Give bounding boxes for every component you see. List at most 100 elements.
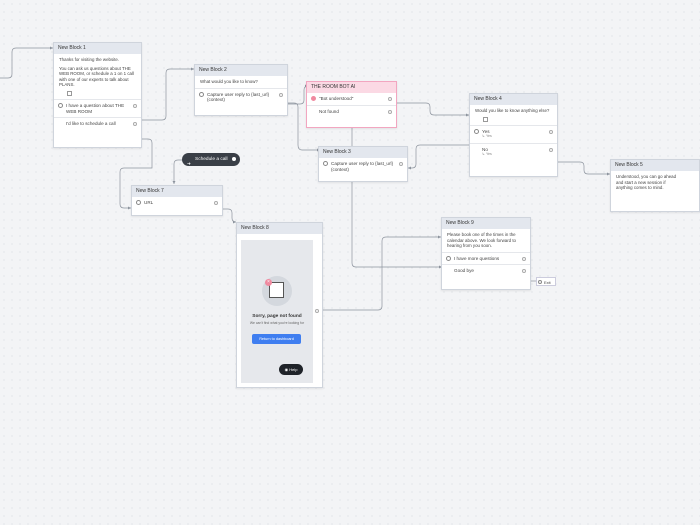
link-icon [136, 200, 141, 205]
ai-block[interactable]: THE ROOM BOT AI "Bot understood" Not fou… [306, 81, 397, 128]
block-1-title: New Block 1 [54, 43, 141, 54]
connector-handle-icon[interactable] [214, 201, 218, 205]
chat-bubble-icon [474, 128, 479, 134]
block-9[interactable]: New Block 9 Please book one of the times… [441, 217, 531, 290]
message-line: with one of our experts to talk about [59, 76, 129, 82]
exit-node[interactable]: Exit [536, 277, 556, 286]
option-label: I'd like to schedule a call [66, 121, 116, 127]
not-found-title: Sorry, page not found [252, 314, 302, 319]
connector-handle-icon[interactable] [549, 147, 553, 152]
block-9-option-more-questions[interactable]: I have more questions [442, 251, 530, 265]
block-4-message: Would you like to know anything else? [470, 105, 557, 125]
ai-option-not-found[interactable]: Not found [307, 104, 396, 118]
block-9-message: Please book one of the times in the cale… [442, 229, 530, 252]
message-line: PLANS. [59, 82, 75, 88]
block-4-title: New Block 4 [470, 94, 557, 105]
block-2-title: New Block 2 [195, 65, 287, 76]
connector-handle-icon[interactable] [232, 157, 236, 161]
message-line: Please book one of the times in the [447, 232, 516, 237]
block-3-option-capture[interactable]: Capture user reply to {last_url} (contex… [319, 158, 407, 175]
wire-ai-b4 [396, 102, 469, 116]
wire-b4-b5 [558, 161, 610, 175]
option-label: URL [144, 200, 154, 205]
option-label: Capture user reply to {last_url} [331, 161, 394, 166]
message-line: WEB ROOM, or schedule a 1 on 1 call [59, 71, 134, 77]
option-sublabel: ↳ Yes [482, 152, 492, 157]
option-label: Not found [319, 108, 339, 114]
connector-handle-icon[interactable] [522, 269, 526, 274]
option-label: WEB ROOM [66, 108, 93, 114]
document-icon [269, 282, 284, 298]
schedule-call-node[interactable]: ➜ Schedule a call [182, 153, 240, 166]
block-7[interactable]: New Block 7 URL [131, 185, 223, 216]
exit-icon [538, 280, 542, 284]
message-line: calendar above. We look forward to [447, 237, 516, 243]
ai-block-title: THE ROOM BOT AI [307, 82, 396, 93]
chat-bubble-icon [58, 102, 63, 108]
connector-handle-icon[interactable] [549, 129, 553, 134]
block-4-option-yes[interactable]: Yes ↳ Yes [470, 124, 557, 143]
connector-handle-icon[interactable] [388, 109, 392, 114]
wire-b7-b8 [223, 208, 237, 223]
block-9-option-goodbye[interactable]: Good bye [442, 264, 530, 277]
help-button[interactable]: ◉ Help [279, 364, 303, 375]
message-line: You can ask us questions about THE [59, 65, 131, 71]
message-line: What would you like to know? [200, 79, 258, 84]
return-dashboard-button[interactable]: Return to dashboard [252, 334, 301, 344]
option-label: No [482, 146, 488, 152]
option-label: Good bye [454, 268, 474, 274]
error-icon: × [265, 279, 272, 286]
connector-handle-icon[interactable] [279, 92, 283, 97]
reply-icon [323, 161, 328, 166]
option-label: I have more questions [454, 255, 500, 261]
wire-b3-ai [408, 144, 470, 169]
option-label: I have a question about THE [66, 102, 125, 108]
wire-ai-b9 [351, 117, 442, 268]
wire-b8-b9 [323, 236, 441, 311]
block-1-message: Thanks for visiting the website. You can… [54, 54, 141, 99]
page-preview[interactable]: × Sorry, page not found We can't find wh… [241, 240, 313, 383]
connector-handle-icon[interactable] [388, 97, 392, 101]
block-4-option-no[interactable]: No ↳ Yes [470, 142, 557, 161]
block-1-option-schedule[interactable]: I'd like to schedule a call [54, 117, 141, 130]
message-line: Understood, you can go ahead [616, 174, 677, 179]
help-label: Help [289, 367, 298, 372]
ai-option-understood[interactable]: "Bot understood" [307, 93, 396, 105]
block-1-option-question[interactable]: I have a question about THE WEB ROOM [54, 98, 141, 117]
wire-pill-b7 [173, 159, 183, 184]
message-line: and start a new session if [616, 179, 666, 185]
connector-handle-icon[interactable] [133, 122, 137, 127]
attachment-icon [483, 116, 488, 122]
option-label: "Bot understood" [319, 96, 354, 101]
chat-bubble-icon [446, 255, 451, 261]
block-2-message: What would you like to know? [195, 76, 287, 88]
block-5[interactable]: New Block 5 Understood, you can go ahead… [610, 159, 700, 212]
block-9-title: New Block 9 [442, 218, 530, 229]
message-line: Thanks for visiting the website. [59, 57, 120, 62]
block-8-title: New Block 8 [237, 223, 322, 234]
wire-start-b1 [0, 47, 53, 79]
block-5-message: Understood, you can go ahead and start a… [611, 171, 699, 194]
exit-label: Exit [544, 280, 551, 285]
schedule-call-label: Schedule a call [195, 157, 228, 162]
block-1[interactable]: New Block 1 Thanks for visiting the webs… [53, 42, 142, 148]
connector-handle-icon[interactable] [522, 256, 526, 261]
block-3[interactable]: New Block 3 Capture user reply to {last_… [318, 146, 408, 182]
option-label: Capture user reply to {last_url} [207, 91, 270, 97]
wire-b2-ai [288, 85, 309, 105]
block-2[interactable]: New Block 2 What would you like to know?… [194, 64, 288, 116]
arrow-right-icon: ➜ [187, 161, 191, 166]
connector-handle-icon[interactable] [133, 103, 137, 108]
option-label: (context) [207, 97, 225, 103]
block-8[interactable]: New Block 8 × Sorry, page not found We c… [236, 222, 323, 388]
bot-icon [311, 96, 316, 101]
block-7-option-url[interactable]: URL [132, 197, 222, 209]
option-sublabel: ↳ Yes [482, 134, 492, 139]
connector-handle-icon[interactable] [399, 162, 403, 166]
block-4[interactable]: New Block 4 Would you like to know anyth… [469, 93, 558, 177]
wire-b1-b2 [140, 68, 194, 121]
connector-handle-icon[interactable] [315, 309, 319, 313]
wire-b2-b3 [288, 102, 320, 151]
block-2-option-capture[interactable]: Capture user reply to {last_url} (contex… [195, 87, 287, 106]
message-line: Would you like to know anything else? [475, 108, 550, 113]
